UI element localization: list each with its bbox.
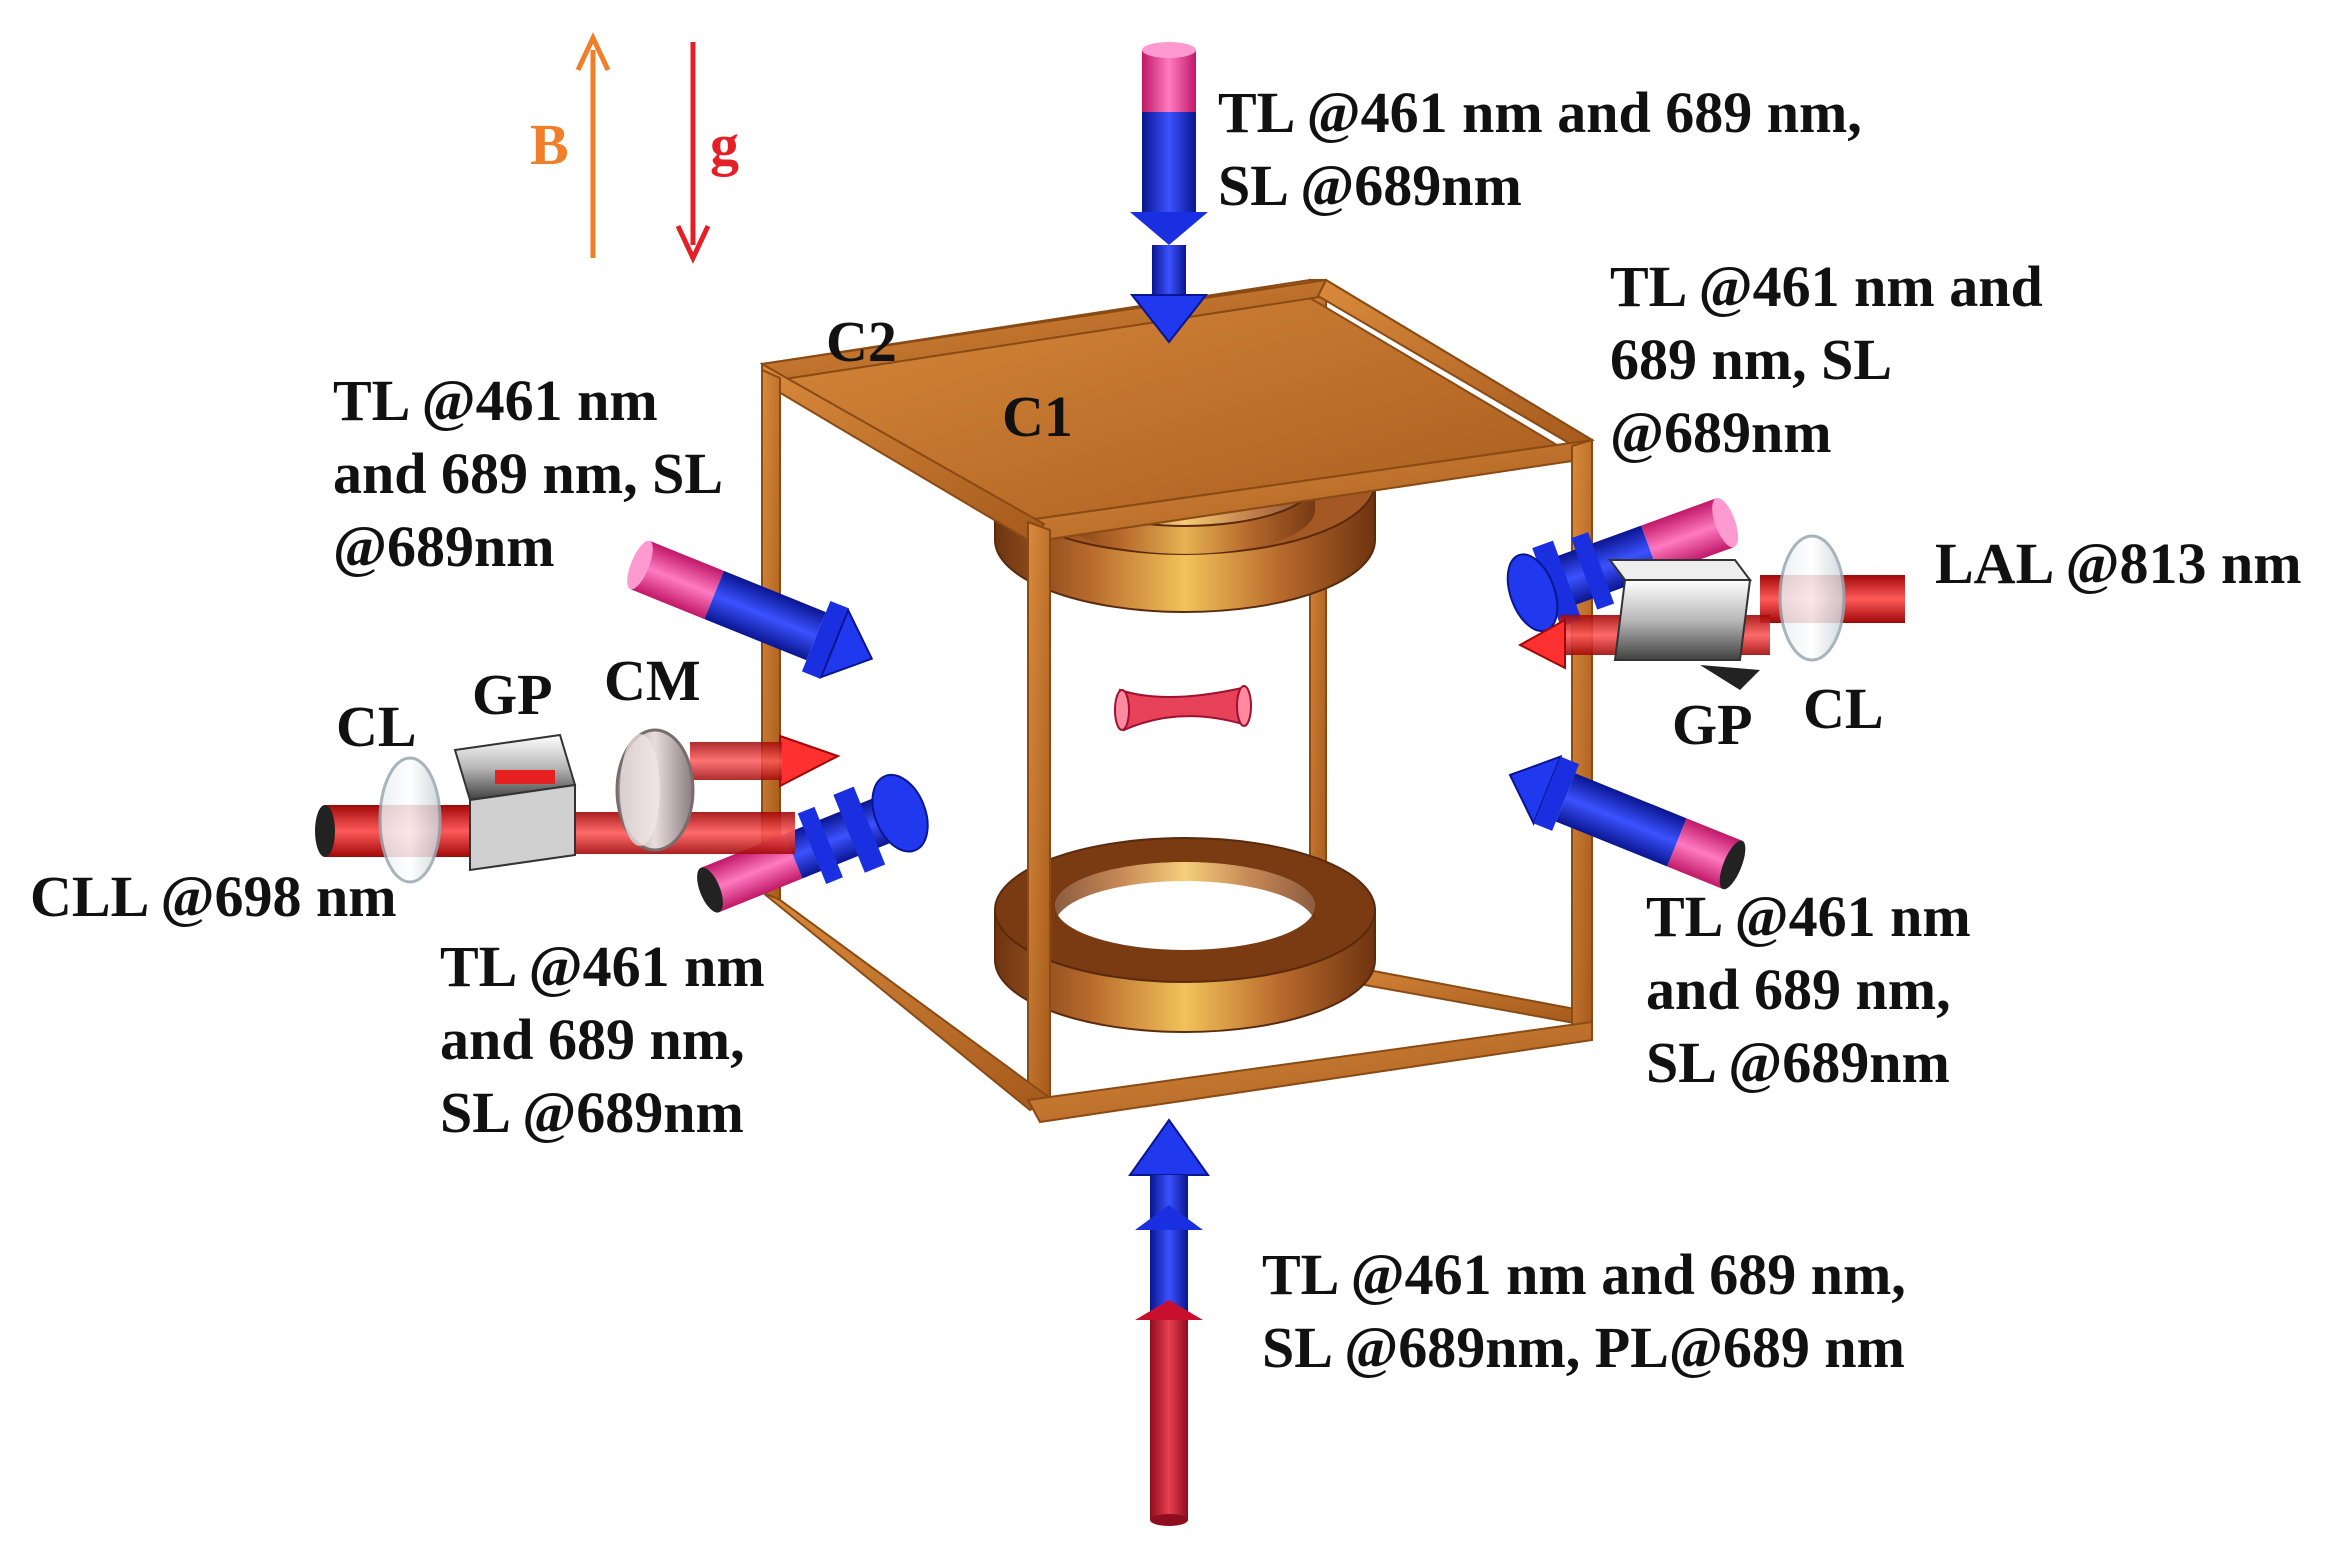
left-glan-prism [453, 733, 577, 872]
upper-left-cooling-beam [627, 540, 874, 679]
lower-left-beam-line-3: SL @689nm [440, 1080, 744, 1145]
upper-right-cooling-beam [1506, 497, 1739, 633]
right-cl-label: CL [1803, 676, 1884, 741]
lower-left-beam-line-2: and 689 nm, [440, 1007, 745, 1072]
top-cooling-beam [1129, 42, 1209, 344]
upper-left-beam-line-3: @689nm [333, 514, 555, 579]
lower-right-cooling-beam [1508, 754, 1746, 890]
top-beam-line-2: SL @689nm [1218, 153, 1522, 218]
upper-right-beam-line-2: 689 nm, SL [1610, 327, 1893, 392]
lower-left-beam-label: TL @461 nm and 689 nm, SL @689nm [440, 930, 765, 1149]
right-cylindrical-lens [1778, 534, 1846, 662]
lower-right-beam-line-3: SL @689nm [1646, 1030, 1950, 1095]
lower-left-cooling-beam [697, 773, 929, 913]
lower-right-beam-label: TL @461 nm and 689 nm, SL @689nm [1646, 880, 1971, 1099]
left-cylindrical-lens [378, 756, 442, 884]
right-gp-label: GP [1672, 692, 1753, 757]
optical-lattice-atoms [1114, 685, 1252, 732]
coil-c1-label: C1 [1002, 384, 1073, 449]
gravity-label: g [710, 112, 739, 177]
upper-right-beam-line-3: @689nm [1610, 400, 1832, 465]
lower-right-beam-line-2: and 689 nm, [1646, 957, 1951, 1022]
gravity-arrow [675, 42, 711, 264]
bottom-beam-line-1: TL @461 nm and 689 nm, [1262, 1242, 1906, 1307]
left-cavity-mirror [615, 728, 695, 852]
coil-c2-label: C2 [826, 309, 897, 374]
top-beam-label: TL @461 nm and 689 nm, SL @689nm [1218, 76, 1862, 222]
bottom-cooling-beam [1128, 1118, 1210, 1526]
lower-right-beam-line-1: TL @461 nm [1646, 884, 1971, 949]
bottom-beam-line-2: SL @689nm, PL@689 nm [1262, 1315, 1905, 1380]
left-gp-label: GP [472, 662, 553, 727]
clock-laser-label: CLL @698 nm [30, 864, 397, 929]
upper-left-beam-line-1: TL @461 nm [333, 368, 658, 433]
lower-left-beam-line-1: TL @461 nm [440, 934, 765, 999]
bottom-beam-label: TL @461 nm and 689 nm, SL @689nm, PL@689… [1262, 1238, 1906, 1384]
upper-left-beam-line-2: and 689 nm, SL [333, 441, 724, 506]
magnetic-field-label: B [530, 112, 569, 177]
lower-coil-front [994, 862, 1376, 1033]
left-cl-label: CL [336, 694, 417, 759]
top-beam-line-1: TL @461 nm and 689 nm, [1218, 80, 1862, 145]
upper-right-beam-label: TL @461 nm and 689 nm, SL @689nm [1610, 250, 2043, 469]
cube-frame-c2 [759, 278, 1595, 1124]
left-cm-label: CM [604, 648, 701, 713]
right-glan-prism [1608, 559, 1760, 690]
upper-left-beam-label: TL @461 nm and 689 nm, SL @689nm [333, 364, 723, 583]
magnetic-field-arrow [575, 32, 611, 258]
lattice-laser-label: LAL @813 nm [1935, 531, 2302, 596]
upper-right-beam-line-1: TL @461 nm and [1610, 254, 2043, 319]
